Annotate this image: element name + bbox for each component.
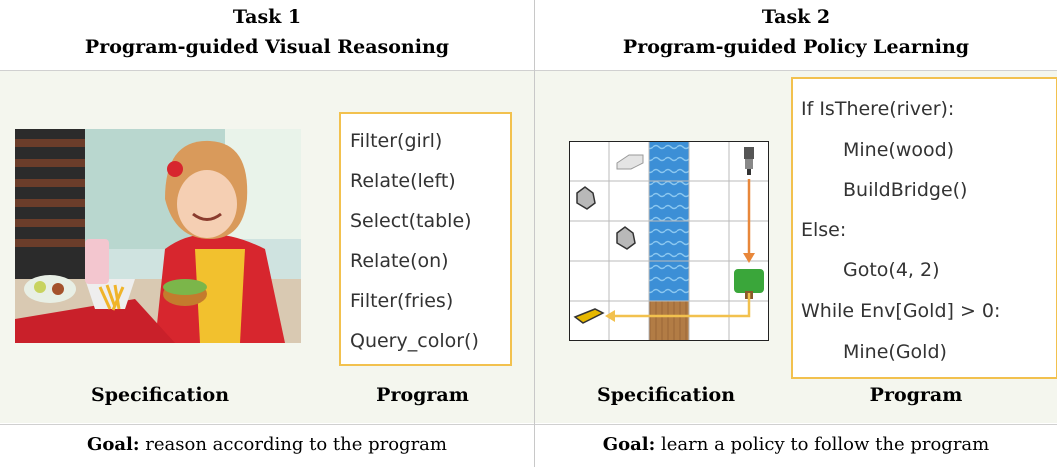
goal-prefix: Goal:: [602, 434, 656, 455]
header-band: [0, 0, 1057, 71]
program-line: Relate(left): [350, 170, 456, 192]
task1-subtitle: Program-guided Visual Reasoning: [84, 36, 450, 58]
program-line: Goto(4, 2): [843, 259, 940, 281]
task2-goal: Goal: learn a policy to follow the progr…: [535, 434, 1057, 455]
task1-program-box: Filter(girl) Relate(left) Select(table) …: [339, 112, 512, 366]
task2-program-box: If IsThere(river): Mine(wood) BuildBridg…: [791, 77, 1057, 379]
program-line: While Env[Gold] > 0:: [801, 300, 1001, 322]
program-line: Query_color(): [350, 330, 479, 352]
program-line: Relate(on): [350, 250, 449, 272]
task1-spec-label: Specification: [90, 384, 230, 406]
program-line: BuildBridge(): [843, 179, 968, 201]
program-line: Mine(Gold): [843, 341, 947, 363]
goal-prefix: Goal:: [87, 434, 140, 455]
program-line: If IsThere(river):: [801, 98, 955, 120]
task1-goal: Goal: reason according to the program: [0, 434, 534, 455]
task1-program-label: Program: [376, 384, 469, 406]
goal-text: reason according to the program: [139, 434, 447, 455]
program-line: Else:: [801, 219, 847, 241]
program-line: Filter(girl): [350, 130, 443, 152]
task2-program-label: Program: [869, 384, 963, 406]
task1-title: Task 1: [232, 6, 302, 28]
program-line: Mine(wood): [843, 139, 955, 161]
task-divider: [534, 0, 535, 467]
program-line: Filter(fries): [350, 290, 454, 312]
grid-world: [569, 141, 769, 341]
goal-text: learn a policy to follow the program: [655, 434, 990, 455]
task2-spec-label: Specification: [596, 384, 736, 406]
goal-band: [0, 424, 1057, 468]
task2-subtitle: Program-guided Policy Learning: [622, 36, 970, 58]
task2-title: Task 2: [761, 6, 831, 28]
girl-eating-photo: [15, 129, 301, 343]
program-line: Select(table): [350, 210, 472, 232]
